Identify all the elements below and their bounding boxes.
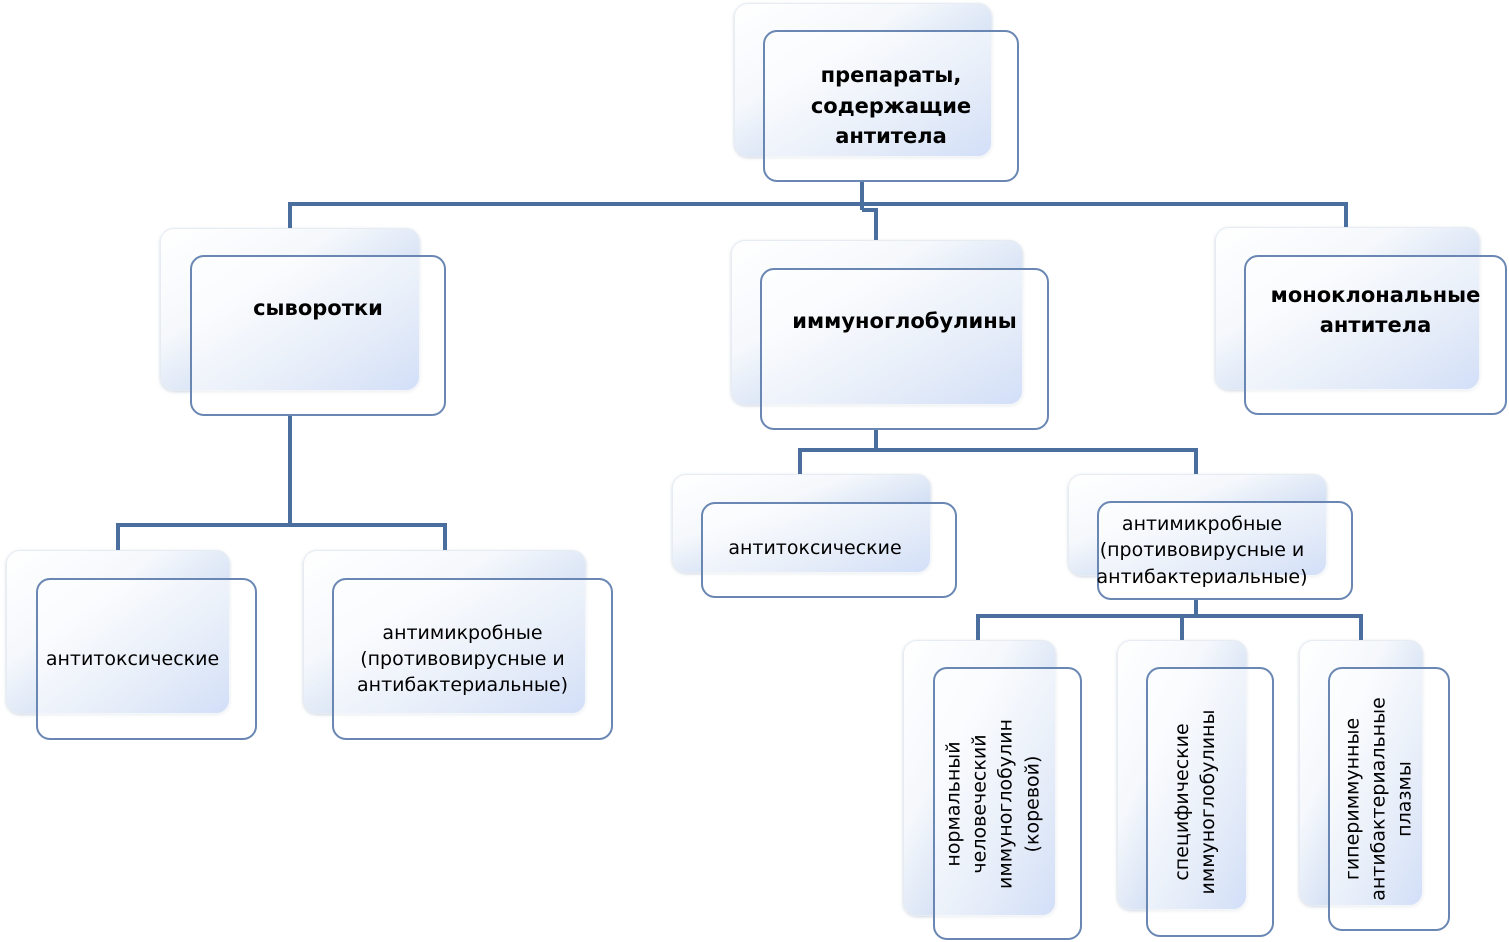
hyperimmune-label: гипериммунные антибактериальные плазмы	[1341, 697, 1417, 901]
sera-antimicrobial-box: антимикробные (противовирусные и антибак…	[332, 578, 613, 740]
ig-antimicrobial-label: антимикробные (противовирусные и антибак…	[1096, 513, 1308, 588]
sera-antitoxic-box: антитоксические	[36, 578, 257, 740]
specific-ig-label: специфические иммуноглобулины	[1170, 709, 1219, 895]
sera-antitoxic-label: антитоксические	[45, 647, 220, 670]
hyperimmune-box: гипериммунные антибактериальные плазмы	[1328, 667, 1450, 931]
sera-box: сыворотки	[190, 255, 446, 416]
sera-label: сыворотки	[253, 296, 383, 321]
specific-ig-box: специфические иммуноглобулины	[1146, 667, 1274, 937]
sera-antimicrobial-label: антимикробные (противовирусные и антибак…	[357, 621, 568, 697]
monoclonal-label: моноклональные антитела	[1270, 282, 1481, 337]
immunoglobulins-box: иммуноглобулины	[760, 268, 1049, 430]
immunoglobulins-label: иммуноглобулины	[792, 308, 1017, 333]
root-label: препараты, содержащие антитела	[810, 63, 972, 149]
normal-ig-label: нормальный человеческий иммуноглобулин (…	[942, 718, 1043, 889]
root-box: препараты, содержащие антитела	[763, 30, 1019, 182]
monoclonal-box: моноклональные антитела	[1244, 255, 1507, 415]
ig-antimicrobial-box: антимикробные (противовирусные и антибак…	[1097, 501, 1353, 600]
normal-ig-box: нормальный человеческий иммуноглобулин (…	[933, 667, 1082, 940]
ig-antitoxic-box: антитоксические	[701, 502, 957, 598]
ig-antitoxic-label: антитоксические	[728, 536, 902, 559]
